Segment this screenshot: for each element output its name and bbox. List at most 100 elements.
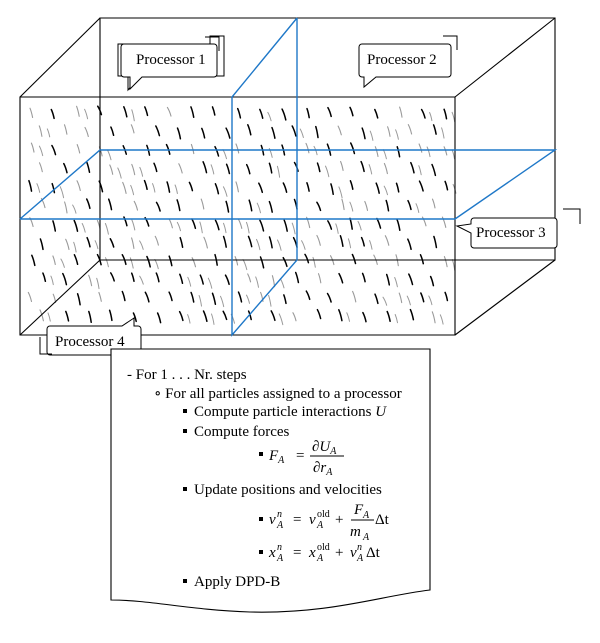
velocity-lhs: v — [269, 512, 276, 528]
particle-mark — [270, 310, 276, 322]
particle-mark — [443, 108, 448, 120]
particle-mark — [420, 292, 425, 303]
particle-mark — [131, 163, 136, 176]
particle-mark — [237, 218, 243, 229]
particle-mark — [292, 312, 297, 322]
bullet-square — [183, 579, 187, 583]
position-equals: = — [293, 545, 301, 561]
particle-mark — [200, 198, 205, 210]
particle-mark — [451, 259, 456, 271]
particle-mark — [326, 143, 332, 156]
processor-2-callout: Processor 2 — [358, 35, 458, 89]
velocity-plus: + — [335, 512, 343, 528]
particle-mark — [222, 310, 228, 321]
particle-mark — [368, 164, 373, 175]
particle-mark — [278, 313, 284, 326]
particle-mark — [373, 254, 378, 265]
particle-mark — [168, 218, 173, 229]
particle-field — [27, 105, 457, 326]
particle-mark — [30, 142, 35, 153]
particle-mark — [349, 201, 354, 212]
particle-mark — [86, 161, 91, 174]
particle-mark — [246, 221, 250, 234]
particle-mark — [375, 182, 380, 194]
particle-mark — [59, 186, 65, 199]
particle-mark — [65, 310, 70, 322]
particle-mark — [346, 312, 350, 322]
force-F: F — [268, 448, 279, 464]
particle-mark — [349, 142, 356, 155]
particle-mark — [199, 274, 204, 285]
particle-mark — [268, 200, 273, 213]
particle-mark — [248, 199, 253, 212]
particle-mark — [73, 219, 79, 232]
particle-mark — [351, 253, 357, 265]
particle-mark — [31, 254, 36, 267]
particle-mark — [335, 223, 339, 234]
particle-mark — [207, 277, 213, 289]
particle-mark — [179, 236, 184, 248]
velocity-old-sub: A — [316, 520, 324, 531]
velocity-equation: v n A = v old A + F A m A Δt — [259, 502, 390, 543]
particle-mark — [443, 256, 448, 268]
particle-mark — [255, 276, 259, 288]
particle-mark — [52, 255, 56, 266]
particle-mark — [360, 160, 365, 173]
particle-mark — [340, 160, 344, 171]
particle-mark — [139, 240, 144, 250]
particle-mark — [155, 201, 161, 212]
particle-mark — [144, 291, 150, 303]
particle-mark — [383, 185, 388, 196]
algo-compute-interactions-text: Compute particle interactions — [194, 404, 375, 420]
particle-mark — [260, 291, 264, 302]
particle-mark — [144, 106, 149, 117]
particle-mark — [247, 273, 252, 283]
particle-mark — [385, 199, 390, 212]
particle-mark — [47, 312, 51, 322]
particle-mark — [349, 106, 354, 117]
position-v-sub: A — [356, 553, 364, 564]
particle-mark — [432, 124, 437, 135]
particle-mark — [27, 291, 33, 303]
particle-mark — [267, 111, 272, 122]
particle-mark — [428, 295, 433, 306]
particle-mark — [52, 220, 57, 232]
particle-mark — [105, 257, 109, 268]
particle-mark — [166, 181, 171, 193]
particle-mark — [327, 220, 333, 230]
particle-mark — [349, 180, 354, 190]
particle-mark — [201, 127, 206, 139]
particle-mark — [279, 278, 285, 289]
particle-mark — [214, 219, 220, 231]
particle-mark — [386, 310, 391, 323]
particle-mark — [211, 313, 215, 325]
particle-mark — [225, 163, 231, 175]
particle-mark — [291, 222, 296, 235]
particle-mark — [396, 218, 401, 232]
particle-mark — [433, 235, 438, 249]
particle-mark — [84, 108, 89, 120]
particle-mark — [408, 273, 414, 286]
processor-3-callout: Processor 3 — [455, 208, 581, 249]
velocity-lhs-sup: n — [277, 509, 282, 520]
particle-mark — [431, 198, 436, 209]
particle-mark — [306, 216, 311, 229]
particle-mark — [444, 291, 449, 302]
particle-mark — [94, 240, 99, 250]
particle-mark — [245, 163, 251, 175]
particle-mark — [121, 254, 127, 266]
particle-mark — [429, 112, 433, 122]
particle-mark — [327, 106, 332, 118]
particle-mark — [176, 199, 181, 212]
particle-mark — [190, 143, 195, 155]
position-v: v — [350, 545, 357, 561]
particle-mark — [146, 255, 151, 268]
particle-mark — [357, 220, 362, 231]
bullet-square — [183, 429, 187, 433]
particle-mark — [258, 182, 264, 194]
particle-mark — [294, 271, 300, 284]
particle-mark — [187, 314, 191, 324]
particle-mark — [282, 256, 288, 268]
force-equation: FA = ∂UA ∂rA — [259, 439, 344, 478]
position-equation: x n A = x old A + v n A Δt — [259, 542, 381, 564]
